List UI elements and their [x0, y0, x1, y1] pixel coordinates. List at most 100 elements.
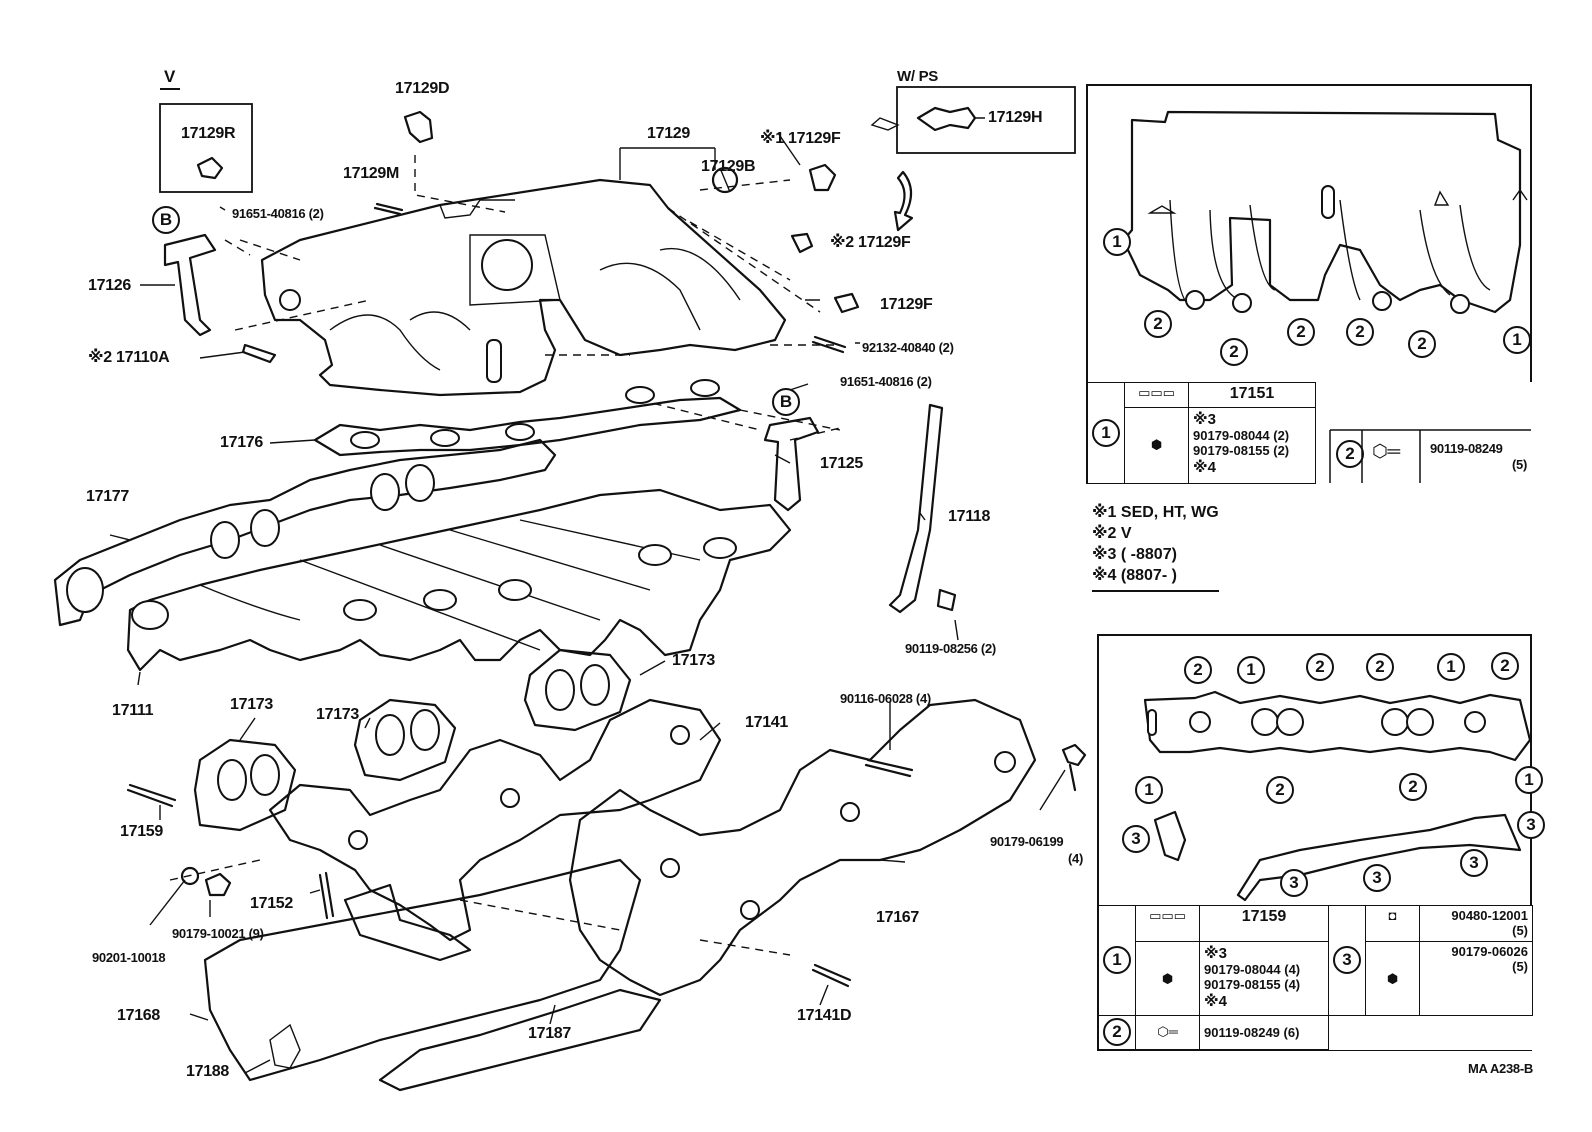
plenum-gasket-outline [313, 396, 742, 457]
part-number: 90179-06026 [1451, 944, 1528, 960]
manifold-stay-outline [888, 403, 944, 614]
part-quantity: (5) [1512, 457, 1527, 472]
part-label-17141D: 17141D [797, 1007, 852, 1024]
part-label-17110A: ※2 17110A [88, 349, 170, 366]
gasket-callout: 3 [1280, 869, 1308, 897]
part-label-90179-06199-qty: (4) [1068, 851, 1083, 866]
table-row-number: 2 [1336, 440, 1364, 468]
table-row-number: 1 [1092, 419, 1120, 447]
part-label-17168: 17168 [117, 1007, 160, 1024]
note-2: ※2 V [1092, 525, 1132, 542]
gasket-callout: 2 [1306, 653, 1334, 681]
nut-icon: ⬢ [1161, 970, 1174, 986]
power-steering-inset-box [896, 86, 1076, 154]
bolt-icon: ⬡═ [1157, 1024, 1178, 1040]
gasket-callout: 1 [1503, 326, 1531, 354]
intake-gasket-outline [1113, 110, 1522, 314]
part-label-90179-10021: 90179-10021 (9) [172, 926, 264, 941]
part-number: 17151 [1229, 385, 1275, 402]
part-label-17129M: 17129M [343, 165, 400, 182]
gasket-callout: 3 [1363, 864, 1391, 892]
gasket-callout: 3 [1122, 825, 1150, 853]
parts-table-intake: 1 ▭▭▭ 17151 ⬢ ※3 90179-08044 (2) 90179-0… [1087, 382, 1533, 485]
rh-exhaust-manifold-outline [568, 698, 1037, 997]
gasket-callout: 1 [1515, 766, 1543, 794]
part-label-17173-right: 17173 [672, 652, 715, 669]
part-number: 90179-08155 (2) [1193, 442, 1290, 458]
part-number: 90480-12001 [1451, 908, 1528, 923]
part-label-17129B: 17129B [701, 158, 756, 175]
part-number: 90179-08044 (2) [1193, 427, 1290, 443]
nut-icon: ◘ [1388, 908, 1397, 923]
table-row-number: 1 [1103, 946, 1131, 975]
part-label-91651-b: 91651-40816 (2) [840, 374, 932, 389]
gasket-callout: 2 [1491, 652, 1519, 680]
part-label-17129: 17129 [647, 125, 690, 142]
exhaust-gasket-middle [353, 698, 457, 782]
bolt-icon: ⬡═ [1372, 441, 1400, 461]
gasket-callout: 2 [1266, 776, 1294, 804]
part-label-92132: 92132-40840 (2) [862, 340, 954, 355]
diagram-reference: MA A238-B [1468, 1061, 1533, 1076]
part-label-17125: 17125 [820, 455, 863, 472]
part-label-17188: 17188 [186, 1063, 229, 1080]
part-label-17126: 17126 [88, 277, 131, 294]
part-label-90116: 90116-06028 (4) [840, 691, 931, 706]
gasket-callout: 2 [1346, 318, 1374, 346]
callout-b-top: B [152, 206, 180, 234]
note-1: ※1 SED, HT, WG [1092, 504, 1219, 521]
part-label-17129D: 17129D [395, 80, 450, 97]
part-label-17167: 17167 [876, 909, 919, 926]
gasket-callout: 2 [1220, 338, 1248, 366]
gasket-callout: 1 [1135, 776, 1163, 804]
gasket-callout: 2 [1366, 653, 1394, 681]
part-label-91651-a: 91651-40816 (2) [232, 206, 324, 221]
exhaust-gasket-left [193, 738, 297, 832]
note-4: ※4 (8807- ) [1092, 565, 1219, 592]
bracket-17126-outline [163, 233, 217, 337]
part-label-17141: 17141 [745, 714, 788, 731]
part-quantity: (5) [1512, 923, 1528, 938]
part-label-17118: 17118 [948, 508, 991, 525]
table-row-number: 2 [1103, 1018, 1131, 1047]
exhaust-gasket-outline [1143, 690, 1532, 762]
gasket-callout: 3 [1517, 811, 1545, 839]
intake-plenum-outline [260, 178, 787, 397]
part-label-17111: 17111 [112, 702, 154, 719]
callout-b-middle: B [772, 388, 800, 416]
gasket-callout: 2 [1399, 773, 1427, 801]
note-3: ※3 ( -8807) [1092, 546, 1177, 563]
part-number: 90119-08249 (6) [1204, 1024, 1300, 1040]
heat-shield-outline [1236, 813, 1522, 902]
part-label-17187: 17187 [528, 1025, 571, 1042]
exhaust-manifold-outline [268, 698, 722, 942]
part-label-17177: 17177 [86, 488, 129, 505]
notes-block: ※1 SED, HT, WG ※2 V ※3 ( -8807) ※4 (8807… [1092, 502, 1219, 592]
part-number: 90119-08249 [1430, 441, 1503, 456]
gasket-callout: 3 [1460, 849, 1488, 877]
variant-mark: V [164, 67, 176, 86]
part-number: 90179-08155 (4) [1204, 977, 1301, 993]
heat-insulator-lower [378, 988, 662, 1092]
intake-manifold-outline [126, 488, 792, 672]
part-label-90119-08256: 90119-08256 (2) [905, 641, 996, 656]
table-row-number: 3 [1333, 946, 1361, 975]
part-label-17129R: 17129R [181, 125, 236, 142]
stud-icon: ▭▭▭ [1149, 908, 1186, 923]
gasket-callout: 2 [1184, 656, 1212, 684]
part-label-17173-left: 17173 [230, 696, 273, 713]
gasket-callout: 1 [1237, 656, 1265, 684]
inset-label-wps: W/ PS [897, 68, 939, 85]
variant-inset-box [159, 103, 253, 193]
exhaust-gasket-right [523, 648, 632, 732]
stud-icon: ▭▭▭ [1138, 385, 1175, 400]
nut-icon: ⬢ [1386, 970, 1399, 986]
gasket-callout: 2 [1144, 310, 1172, 338]
gasket-callout: 1 [1103, 228, 1131, 256]
part-label-17173-middle: 17173 [316, 706, 359, 723]
part-label-17129F: 17129F [880, 296, 933, 313]
part-number: 17159 [1241, 908, 1287, 925]
intake-manifold-gasket-outline [53, 438, 557, 627]
part-label-17129F-note1: ※1 17129F [760, 130, 841, 147]
